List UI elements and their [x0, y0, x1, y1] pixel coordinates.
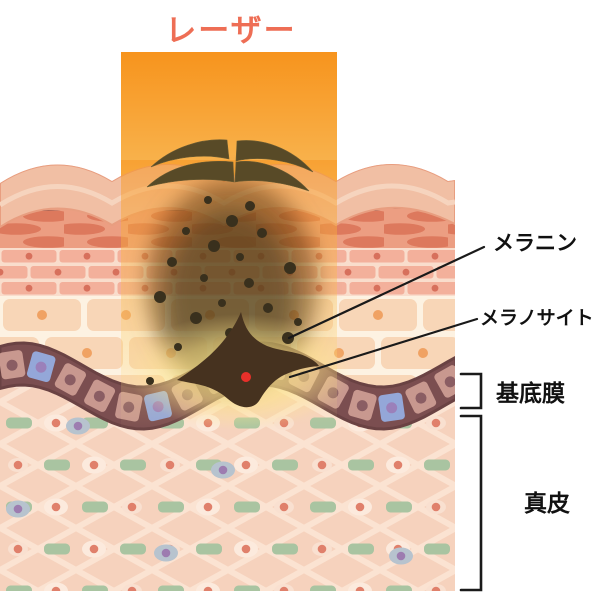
- melanin-label: メラニン: [493, 232, 577, 255]
- melanin-dot: [244, 278, 254, 288]
- dermis-cell-blue: [66, 417, 90, 435]
- flake-bottom-right: [234, 161, 310, 192]
- melanin-dot: [284, 262, 296, 274]
- melanin-dot: [200, 274, 208, 282]
- dermis-cell-blue: [389, 547, 413, 565]
- melanin-dot: [218, 299, 226, 307]
- basement-membrane-label: 基底膜: [496, 380, 565, 406]
- basement-cell: [434, 365, 455, 398]
- melanin-dot: [236, 253, 244, 261]
- melanin-dot: [263, 303, 273, 313]
- melanin-dot: [204, 196, 212, 204]
- melanin-dot: [294, 318, 302, 326]
- dermis-cell-blue: [6, 500, 30, 518]
- melanocyte-cell: [177, 312, 319, 408]
- melanocyte-leader-line: [288, 317, 479, 379]
- melanin-dot: [257, 228, 267, 238]
- basement-membrane-bracket: [459, 372, 483, 410]
- melanin-dot: [190, 312, 202, 324]
- dermis-label: 真皮: [524, 490, 570, 516]
- basement-cell: [348, 389, 377, 421]
- flake-top-right: [235, 140, 314, 173]
- flake-bottom-left: [146, 161, 235, 188]
- laser-label: レーザー: [165, 13, 296, 48]
- basement-cell: [54, 363, 86, 396]
- melanocyte-label: メラノサイト: [480, 308, 594, 329]
- basement-cell-blue: [378, 392, 405, 422]
- melanin-dot: [167, 257, 177, 267]
- basement-cell: [405, 381, 437, 414]
- dermis-bracket: [459, 414, 483, 592]
- melanocyte-nucleus: [241, 372, 251, 382]
- melanin-dot: [208, 240, 220, 252]
- dermis-layer: [0, 384, 455, 591]
- flake-top-left: [150, 139, 230, 168]
- basement-cell-blue: [26, 351, 56, 382]
- melanin-dot: [154, 291, 166, 303]
- basement-cell: [84, 379, 116, 412]
- melanin-dot: [226, 215, 238, 227]
- melanin-leader-line: [287, 245, 486, 340]
- ejected-melanin-flakes: [146, 139, 314, 192]
- melanin-dot: [146, 377, 154, 385]
- melanin-dot: [182, 227, 190, 235]
- melanin-dot: [245, 201, 255, 211]
- dermis-cell-blue: [211, 461, 235, 479]
- annotations: [287, 245, 486, 592]
- basement-cell: [0, 350, 26, 380]
- melanin-dot: [174, 343, 182, 351]
- dermis-cell-blue: [154, 544, 178, 562]
